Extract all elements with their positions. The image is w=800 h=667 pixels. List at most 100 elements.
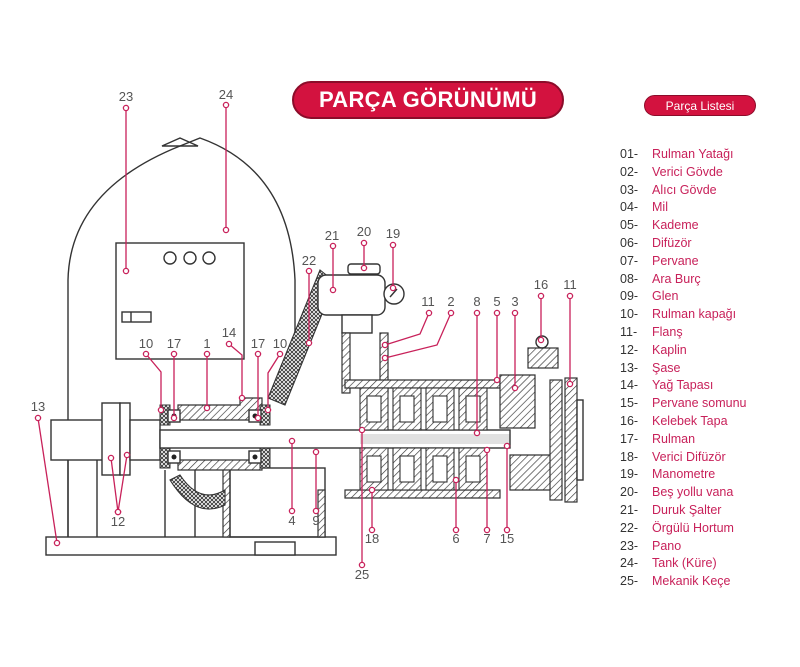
callout-label: 24 bbox=[219, 87, 233, 102]
callout-label: 13 bbox=[31, 399, 45, 414]
callout-label: 17 bbox=[167, 336, 181, 351]
impeller bbox=[432, 455, 448, 483]
leader-dot bbox=[122, 104, 130, 112]
leader-dot bbox=[368, 486, 376, 494]
tank bbox=[67, 137, 296, 540]
parts-list-item: 19-Manometre bbox=[620, 466, 747, 484]
parts-list-item: 21-Duruk Şalter bbox=[620, 502, 747, 520]
parts-list-item: 06-Difüzör bbox=[620, 235, 747, 253]
callout-15: 15 bbox=[500, 442, 514, 546]
leader-dot bbox=[107, 454, 115, 462]
parts-list-item: 15-Pervane somunu bbox=[620, 395, 747, 413]
parts-list-title: Parça Listesi bbox=[644, 95, 756, 116]
part-name: Difüzör bbox=[652, 235, 692, 250]
callout-label: 21 bbox=[325, 228, 339, 243]
callout-label: 15 bbox=[500, 531, 514, 546]
callout-label: 6 bbox=[452, 531, 459, 546]
leader-dot bbox=[157, 406, 165, 414]
callout-1: 1 bbox=[203, 336, 211, 412]
part-name: Flanş bbox=[652, 324, 683, 339]
callout-11: 11 bbox=[381, 294, 435, 349]
callout-17: 17 bbox=[251, 336, 265, 422]
leader-line bbox=[384, 312, 430, 346]
part-name: Duruk Şalter bbox=[652, 502, 722, 517]
parts-list-item: 18-Verici Difüzör bbox=[620, 449, 747, 467]
callout-label: 25 bbox=[355, 567, 369, 582]
leader-dot bbox=[222, 226, 230, 234]
leader-line bbox=[37, 417, 58, 544]
callout-23: 23 bbox=[119, 89, 133, 275]
part-number: 18- bbox=[620, 449, 639, 464]
impeller bbox=[399, 455, 415, 483]
callout-19: 19 bbox=[386, 226, 400, 292]
parts-list-item: 24-Tank (Küre) bbox=[620, 555, 747, 573]
parts-list-item: 11-Flanş bbox=[620, 324, 747, 342]
callout-6: 6 bbox=[452, 476, 460, 546]
leader-dot bbox=[305, 267, 313, 275]
callout-label: 10 bbox=[139, 336, 153, 351]
callout-label: 11 bbox=[563, 277, 577, 292]
part-name: Pervane bbox=[652, 253, 699, 268]
part-number: 13- bbox=[620, 360, 639, 375]
leader-dot bbox=[305, 339, 313, 347]
part-number: 20- bbox=[620, 485, 639, 500]
parts-list-item: 17-Rulman bbox=[620, 431, 747, 449]
leader-dot bbox=[566, 380, 574, 388]
part-name: Pano bbox=[652, 538, 682, 553]
parts-list-item: 05-Kademe bbox=[620, 217, 747, 235]
callout-11: 11 bbox=[563, 277, 577, 388]
leader-dot bbox=[358, 426, 366, 434]
part-name: Mil bbox=[652, 200, 668, 215]
callout-label: 9 bbox=[312, 513, 319, 528]
part-number: 15- bbox=[620, 396, 639, 411]
part-number: 02- bbox=[620, 164, 639, 179]
shaft bbox=[159, 429, 511, 449]
leader-dot bbox=[452, 476, 460, 484]
part-name: Rulman bbox=[652, 431, 696, 446]
parts-list-item: 07- Pervane bbox=[620, 253, 747, 271]
callout-5: 5 bbox=[493, 294, 501, 384]
part-number: 22- bbox=[620, 520, 639, 535]
part-number: 12- bbox=[620, 342, 639, 357]
leader-dot bbox=[511, 309, 519, 317]
leader-dot bbox=[473, 429, 481, 437]
leader-line bbox=[228, 343, 243, 398]
leader-dot bbox=[493, 309, 501, 317]
part-number: 03- bbox=[620, 182, 639, 197]
parts-list-item: 01-Rulman Yatağı bbox=[620, 146, 747, 164]
leader-line bbox=[267, 353, 281, 410]
part-number: 23- bbox=[620, 538, 639, 553]
impeller bbox=[366, 395, 382, 423]
parts-list-item: 10-Rulman kapağı bbox=[620, 306, 747, 324]
parts-list-item: 08- Ara Burç bbox=[620, 271, 747, 289]
part-name: Verici Gövde bbox=[652, 164, 723, 179]
leader-dot bbox=[276, 350, 284, 358]
leader-dot bbox=[123, 451, 131, 459]
callout-label: 11 bbox=[421, 294, 435, 309]
impeller bbox=[399, 395, 415, 423]
callout-label: 20 bbox=[357, 224, 371, 239]
control-panel bbox=[115, 242, 245, 360]
part-number: 16- bbox=[620, 413, 639, 428]
callout-label: 3 bbox=[511, 294, 518, 309]
part-name: Kademe bbox=[652, 218, 699, 233]
callout-label: 12 bbox=[111, 514, 125, 529]
callout-25: 25 bbox=[355, 426, 369, 582]
part-number: 07- bbox=[620, 253, 639, 268]
leader-dot bbox=[329, 286, 337, 294]
parts-list-item: 02- Verici Gövde bbox=[620, 164, 747, 182]
callout-label: 4 bbox=[288, 513, 295, 528]
callout-label: 18 bbox=[365, 531, 379, 546]
leader-dot bbox=[360, 264, 368, 272]
leader-dot bbox=[170, 350, 178, 358]
part-name: Kelebek Tapa bbox=[652, 413, 728, 428]
callout-14: 14 bbox=[222, 325, 246, 402]
pressure-switch-assembly bbox=[317, 263, 405, 394]
callout-label: 8 bbox=[473, 294, 480, 309]
part-name: Beş yollu vana bbox=[652, 485, 734, 500]
leader-dot bbox=[288, 507, 296, 515]
part-name: Ara Burç bbox=[652, 271, 701, 286]
part-number: 08- bbox=[620, 271, 639, 286]
